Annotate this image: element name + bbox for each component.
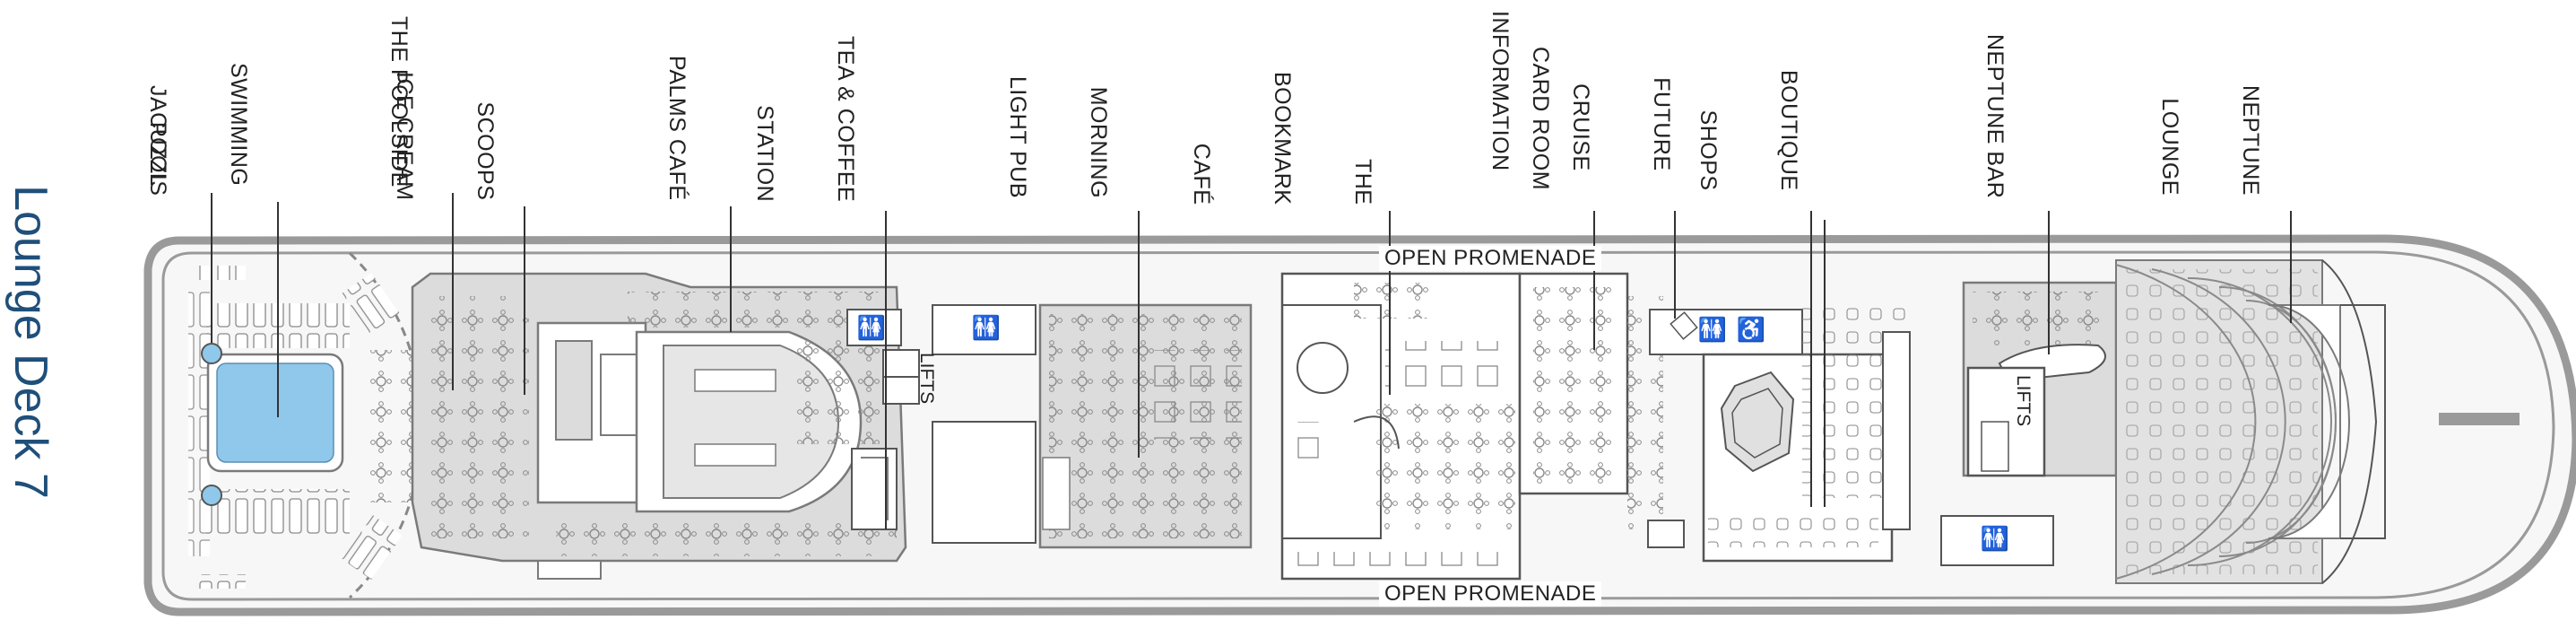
restroom-icon: 🚻 — [1980, 525, 2010, 552]
restroom-icon: 🚻 — [971, 314, 1002, 341]
lifts-label-forward: LIFTS — [916, 353, 937, 405]
restroom-icon: 🚻 — [1697, 316, 1728, 343]
accessible-icon: ♿ — [1736, 316, 1766, 343]
promenade-label-top: OPEN PROMENADE — [1379, 246, 1602, 271]
lifts-label-aft: LIFTS — [2013, 375, 2034, 427]
leader-lines — [211, 193, 2292, 529]
boutique-shops — [1702, 305, 1911, 563]
label-bookmark: THE BOOKMARK CAFÉ — [1189, 72, 1375, 205]
card-room — [1518, 272, 1663, 529]
poolside-block — [411, 272, 907, 580]
swimming-pool — [206, 353, 344, 473]
label-tea-coffee: TEA & COFFEE STATION — [752, 36, 858, 203]
label-scoops: SCOOPS ICE CREAM — [392, 72, 498, 201]
morning-light-pub — [1038, 303, 1253, 549]
restroom-icon: 🚻 — [856, 314, 887, 341]
label-neptune-bar: NEPTUNE BAR — [1982, 34, 2008, 199]
bookmark-cafe — [1280, 272, 1522, 581]
neptune-area — [1962, 259, 2520, 584]
label-neptune-lounge: NEPTUNE LOUNGE — [2157, 85, 2263, 196]
label-morning-light: MORNING LIGHT PUB — [1005, 76, 1111, 199]
promenade-label-bottom: OPEN PROMENADE — [1379, 581, 1602, 607]
restroom-block — [1940, 515, 2054, 566]
label-swimming-pool: SWIMMING POOL — [145, 63, 251, 187]
jacuzzis — [201, 343, 222, 506]
label-boutique: BOUTIQUE SHOPS — [1696, 70, 1801, 191]
tea-coffee-block — [846, 304, 1036, 544]
